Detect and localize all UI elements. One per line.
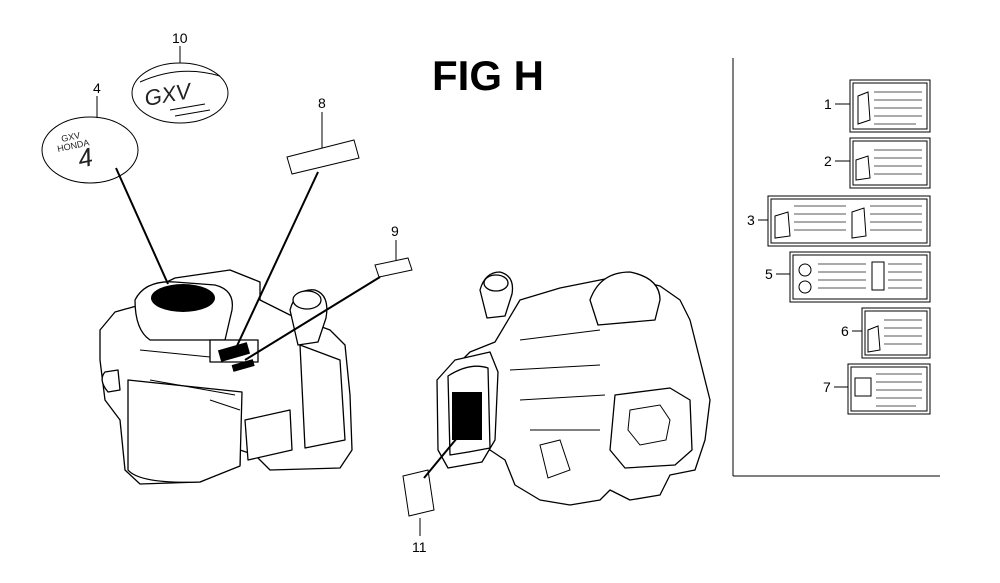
leader-8: [235, 171, 319, 349]
label-8: [286, 139, 360, 175]
callout-8: 8: [318, 95, 326, 111]
callout-1: 1: [824, 96, 832, 112]
warning-label-3: [758, 195, 931, 247]
callout-7: 7: [823, 379, 831, 395]
callout-10: 10: [172, 30, 188, 46]
callout-5: 5: [765, 266, 773, 282]
warning-label-2: [835, 137, 931, 189]
warning-label-5: [776, 251, 931, 303]
label-8-on-engine: [217, 342, 251, 362]
warning-label-7: [834, 363, 931, 415]
label-11: [402, 469, 435, 517]
label-9: [374, 257, 413, 278]
label-9-on-engine: [231, 359, 255, 372]
callout-11: 11: [412, 539, 427, 555]
label-11-on-engine: [452, 392, 482, 440]
callout-9: 9: [391, 223, 399, 239]
warning-label-6: [852, 307, 931, 359]
callout-3: 3: [747, 212, 755, 228]
figure-title: FIG H: [432, 52, 544, 99]
svg-text:GXV: GXV: [60, 130, 81, 144]
callout-2: 2: [824, 153, 832, 169]
engine-rear-view: [436, 271, 711, 506]
leader-9: [244, 276, 381, 361]
leader-4: [115, 167, 169, 285]
warning-label-1: [835, 79, 931, 133]
engine-front-view: [99, 269, 353, 485]
fuel-cap-icon: [151, 284, 215, 312]
logo-decal-10: GXV: [131, 62, 229, 124]
leader-11: [423, 431, 463, 479]
callout-6: 6: [841, 323, 849, 339]
logo-decal-4: GXV HONDA 4: [41, 116, 139, 184]
svg-text:4: 4: [75, 142, 95, 174]
callout-4: 4: [93, 80, 101, 96]
